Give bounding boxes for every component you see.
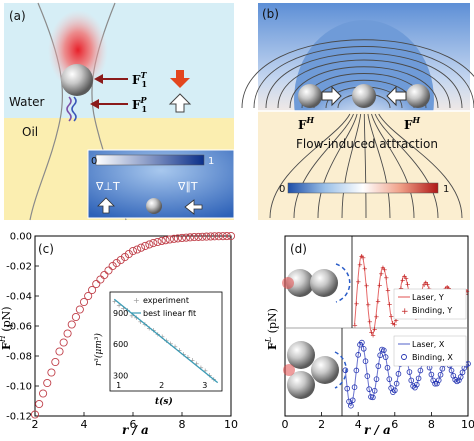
d-legend-laser-x: Laser, X: [412, 340, 445, 349]
colorbar-b: [288, 183, 438, 193]
d-binding-y-point: +: [373, 313, 379, 321]
panel-c-label: (c): [38, 242, 54, 256]
c-ytick-label: -0.12: [6, 412, 32, 423]
c-xlabel: r / a: [122, 423, 149, 437]
c-inset-legend-marker: +: [133, 296, 140, 305]
c-inset-ytick-label: 900: [113, 309, 128, 318]
panel-b-label: (b): [262, 7, 279, 21]
d-legend-laser-y: Laser, Y: [412, 293, 444, 302]
c-ytick-label: -0.04: [6, 292, 32, 303]
panel-d-label: (d): [290, 242, 307, 256]
d-xtick-label: 10: [461, 418, 474, 431]
d-binding-y-point: +: [352, 322, 358, 330]
d-xlabel: r / a: [364, 423, 391, 437]
panel-d: ++++++++++++++++++++++++++++++++++++++++…: [264, 236, 474, 437]
d-ylabel: FL (pN): [264, 308, 279, 350]
d-sphere-bot-3: [311, 356, 339, 384]
panel-b: FH FH Flow-induced attraction 0 1 (b): [242, 3, 474, 220]
d-binding-y-point: +: [383, 274, 389, 282]
d-legend-binding-x: Binding, X: [412, 353, 453, 362]
particle-left: [298, 84, 322, 108]
d-binding-y-point: +: [360, 254, 366, 262]
c-inset-xtick-label: 2: [159, 381, 164, 390]
colorbar-a: [96, 155, 204, 165]
d-laser-spot-bot: [283, 364, 295, 376]
d-binding-y-point: +: [377, 282, 383, 290]
c-inset-xtick-label: 3: [202, 381, 207, 390]
particle-right: [406, 84, 430, 108]
c-inset-ytick-label: 300: [113, 371, 128, 380]
d-binding-y-point: +: [372, 326, 378, 334]
d-binding-y-point: +: [382, 266, 388, 274]
colorbar-b-min: 0: [279, 184, 285, 195]
c-ytick-label: -0.10: [6, 382, 32, 393]
d-binding-y-point: +: [375, 297, 381, 305]
d-xtick-label: 2: [318, 418, 325, 431]
particle: [61, 64, 93, 96]
d-binding-y-point: +: [355, 278, 361, 286]
d-xtick-label: 0: [282, 418, 289, 431]
d-xtick-label: 8: [428, 418, 435, 431]
flow-caption: Flow-induced attraction: [296, 137, 438, 151]
d-legend-binding-y: Binding, Y: [412, 306, 452, 315]
d-binding-y-point: +: [385, 287, 391, 295]
c-ytick-label: -0.08: [6, 352, 32, 363]
colorbar-a-max: 1: [208, 156, 214, 167]
d-binding-y-point: +: [364, 282, 370, 290]
c-inset-ytick-label: 600: [113, 340, 128, 349]
c-inset-legend-fit: best linear fit: [143, 309, 196, 318]
grad-perp-label: ∇⊥T: [95, 180, 120, 193]
d-laser-spot-top: [282, 277, 294, 289]
particle-center: [352, 84, 376, 108]
d-legend-binding-y-marker: +: [401, 307, 409, 317]
c-inset-legend-experiment: experiment: [143, 296, 189, 305]
water-label: Water: [9, 95, 45, 109]
oil-label: Oil: [22, 125, 38, 139]
d-binding-y-point: +: [405, 280, 411, 288]
c-ytick-label: -0.02: [6, 262, 32, 273]
c-xtick-label: 4: [81, 418, 88, 431]
colorbar-a-min: 0: [91, 156, 97, 167]
c-ytick-label: 0.00: [10, 232, 32, 243]
panel-a-label: (a): [9, 9, 26, 23]
c-ylabel: FH (pN): [0, 306, 13, 350]
c-xtick-label: 2: [32, 418, 39, 431]
inset-particle: [146, 198, 162, 214]
d-binding-y-point: +: [365, 301, 371, 309]
d-xtick-label: 6: [391, 418, 398, 431]
c-inset-xlabel: t(s): [155, 396, 173, 407]
d-xtick-label: 4: [355, 418, 362, 431]
d-binding-y-point: +: [354, 300, 360, 308]
d-binding-y-point: +: [387, 300, 393, 308]
colorbar-b-max: 1: [443, 184, 449, 195]
c-xtick-label: 8: [179, 418, 186, 431]
c-xtick-label: 10: [224, 418, 238, 431]
d-sphere-top-2: [310, 269, 338, 297]
c-inset-xtick-label: 1: [116, 381, 121, 390]
c-inset-ylabel: r³(μm³): [93, 333, 104, 366]
flow-field-bottom: [258, 111, 470, 220]
grad-par-label: ∇∥T: [177, 180, 198, 193]
d-binding-y-point: +: [362, 265, 368, 273]
